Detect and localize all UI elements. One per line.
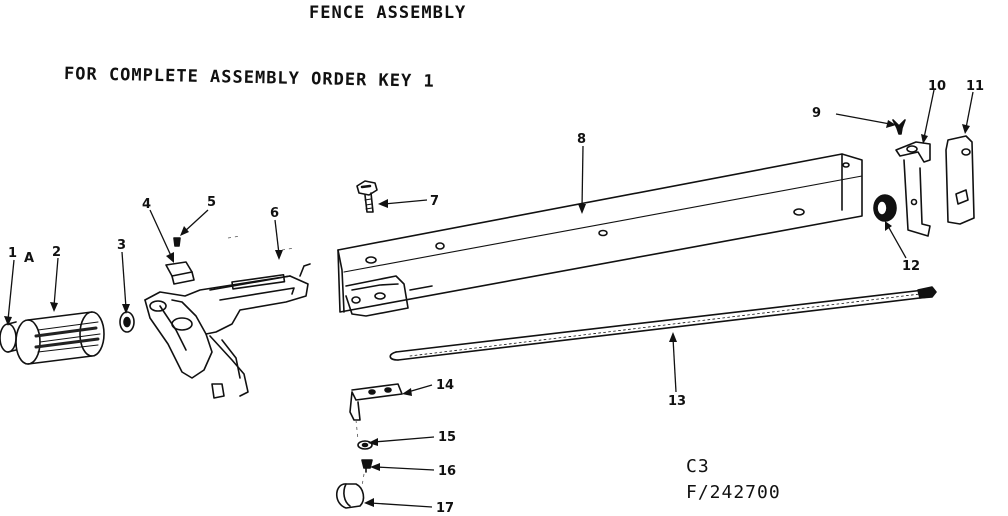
callout-15: 15	[438, 430, 456, 445]
diagram-title: FENCE ASSEMBLY	[309, 3, 467, 23]
part-5-screw	[173, 237, 181, 247]
part-9-wing-screw	[892, 119, 906, 135]
part-2-knob	[15, 311, 105, 365]
construction-lines	[227, 235, 365, 487]
part-16-screw	[361, 459, 373, 473]
part-15-washer	[357, 440, 373, 450]
part-8-fence-rail	[337, 153, 863, 317]
part-13-rod	[389, 286, 937, 361]
callout-11: 11	[966, 79, 984, 94]
part-11-end-plate	[945, 135, 975, 225]
callout-16: 16	[438, 464, 456, 479]
callout-5: 5	[207, 195, 216, 210]
callout-1: 1	[8, 246, 17, 261]
part-4-clip	[165, 261, 195, 285]
part-7-hex-screw	[356, 180, 378, 213]
part-6-rear-clamp	[144, 263, 311, 399]
callout-1a: A	[24, 251, 34, 266]
part-14-l-bracket	[349, 383, 403, 421]
callout-labels: 1 A 2 3 4 5 6 7 8 9 10 11 12 13 14 15 16…	[8, 79, 984, 516]
callout-14: 14	[436, 378, 454, 393]
callout-3: 3	[117, 238, 126, 253]
catalog-code-line1: C3	[686, 456, 710, 477]
callout-4: 4	[142, 197, 151, 212]
callout-6: 6	[270, 206, 279, 221]
callout-8: 8	[577, 132, 586, 147]
callout-7: 7	[430, 194, 439, 209]
part-10-clamp-bracket	[895, 141, 931, 237]
callout-13: 13	[668, 394, 686, 409]
callout-10: 10	[928, 79, 946, 94]
part-17-cap	[335, 483, 365, 509]
part-12-insert	[873, 194, 897, 222]
callout-17: 17	[436, 501, 454, 516]
callout-2: 2	[52, 245, 61, 260]
callout-9: 9	[812, 106, 821, 121]
part-1-end-cap	[0, 321, 17, 353]
catalog-code-line2: F/242700	[686, 482, 781, 503]
leader-lines	[7, 89, 974, 508]
callout-12: 12	[902, 259, 920, 274]
part-3-washer	[119, 311, 135, 333]
arrowheads	[4, 120, 970, 507]
